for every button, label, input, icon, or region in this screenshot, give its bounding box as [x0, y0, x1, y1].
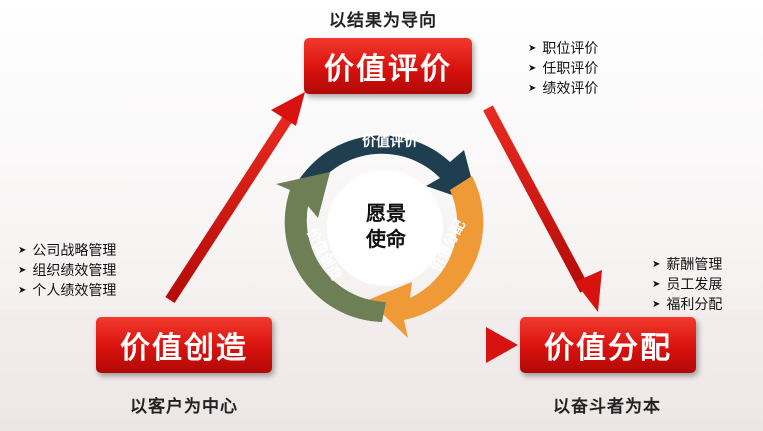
bullet-arrow-icon: ➤: [528, 43, 537, 54]
bullet-arrow-icon: ➤: [652, 259, 661, 270]
arrow-create-to-distribute-head: [486, 327, 518, 363]
bullet-arrow-icon: ➤: [528, 63, 537, 74]
top-bullet-item: ➤任职评价: [528, 61, 599, 77]
cycle-segment-create: [276, 172, 386, 322]
bullet-arrow-icon: ➤: [652, 299, 661, 310]
cycle-center: [327, 170, 443, 286]
cycle-segment-distribute: [368, 176, 484, 338]
right-bullet-item: ➤福利分配: [652, 297, 723, 313]
right-bullet-item: ➤薪酬管理: [652, 257, 723, 273]
top-caption: 以结果为导向: [329, 11, 437, 31]
left-bullet-item: ➤公司战略管理: [18, 243, 117, 259]
right-bullet-item: ➤员工发展: [652, 277, 723, 293]
arrow-evaluate-to-distribute: [483, 105, 590, 293]
bullet-arrow-icon: ➤: [18, 265, 27, 276]
bullet-arrow-icon: ➤: [18, 285, 27, 296]
top-bullets: ➤职位评价 ➤任职评价 ➤绩效评价: [528, 39, 598, 99]
bullet-arrow-icon: ➤: [528, 83, 537, 94]
cycle-label-evaluate: 价值评价: [362, 133, 419, 150]
right-bullets: ➤薪酬管理 ➤员工发展 ➤福利分配: [652, 255, 722, 315]
bullet-arrow-icon: ➤: [18, 245, 27, 256]
right-node-distribute: 价值分配: [520, 317, 696, 373]
cycle-segment-evaluate: [294, 135, 478, 204]
cycle-center-line1: 愿景: [366, 201, 406, 225]
bullet-arrow-icon: ➤: [652, 279, 661, 290]
left-caption: 以客户为中心: [130, 397, 238, 417]
arrow-evaluate-to-distribute-head: [575, 270, 602, 312]
top-node-evaluate: 价值评价: [304, 38, 472, 94]
cycle-center-line2: 使命: [365, 227, 407, 251]
left-node-create: 价值创造: [96, 317, 272, 373]
right-caption: 以奋斗者为本: [553, 397, 661, 417]
top-bullet-item: ➤职位评价: [528, 41, 599, 57]
left-bullets: ➤公司战略管理 ➤组织绩效管理 ➤个人绩效管理: [18, 241, 116, 301]
left-bullet-item: ➤组织绩效管理: [18, 263, 117, 279]
top-bullet-item: ➤绩效评价: [528, 81, 599, 97]
arrow-create-to-evaluate: [165, 112, 295, 303]
arrow-create-to-evaluate-head: [271, 92, 305, 126]
left-bullet-item: ➤个人绩效管理: [18, 283, 117, 299]
